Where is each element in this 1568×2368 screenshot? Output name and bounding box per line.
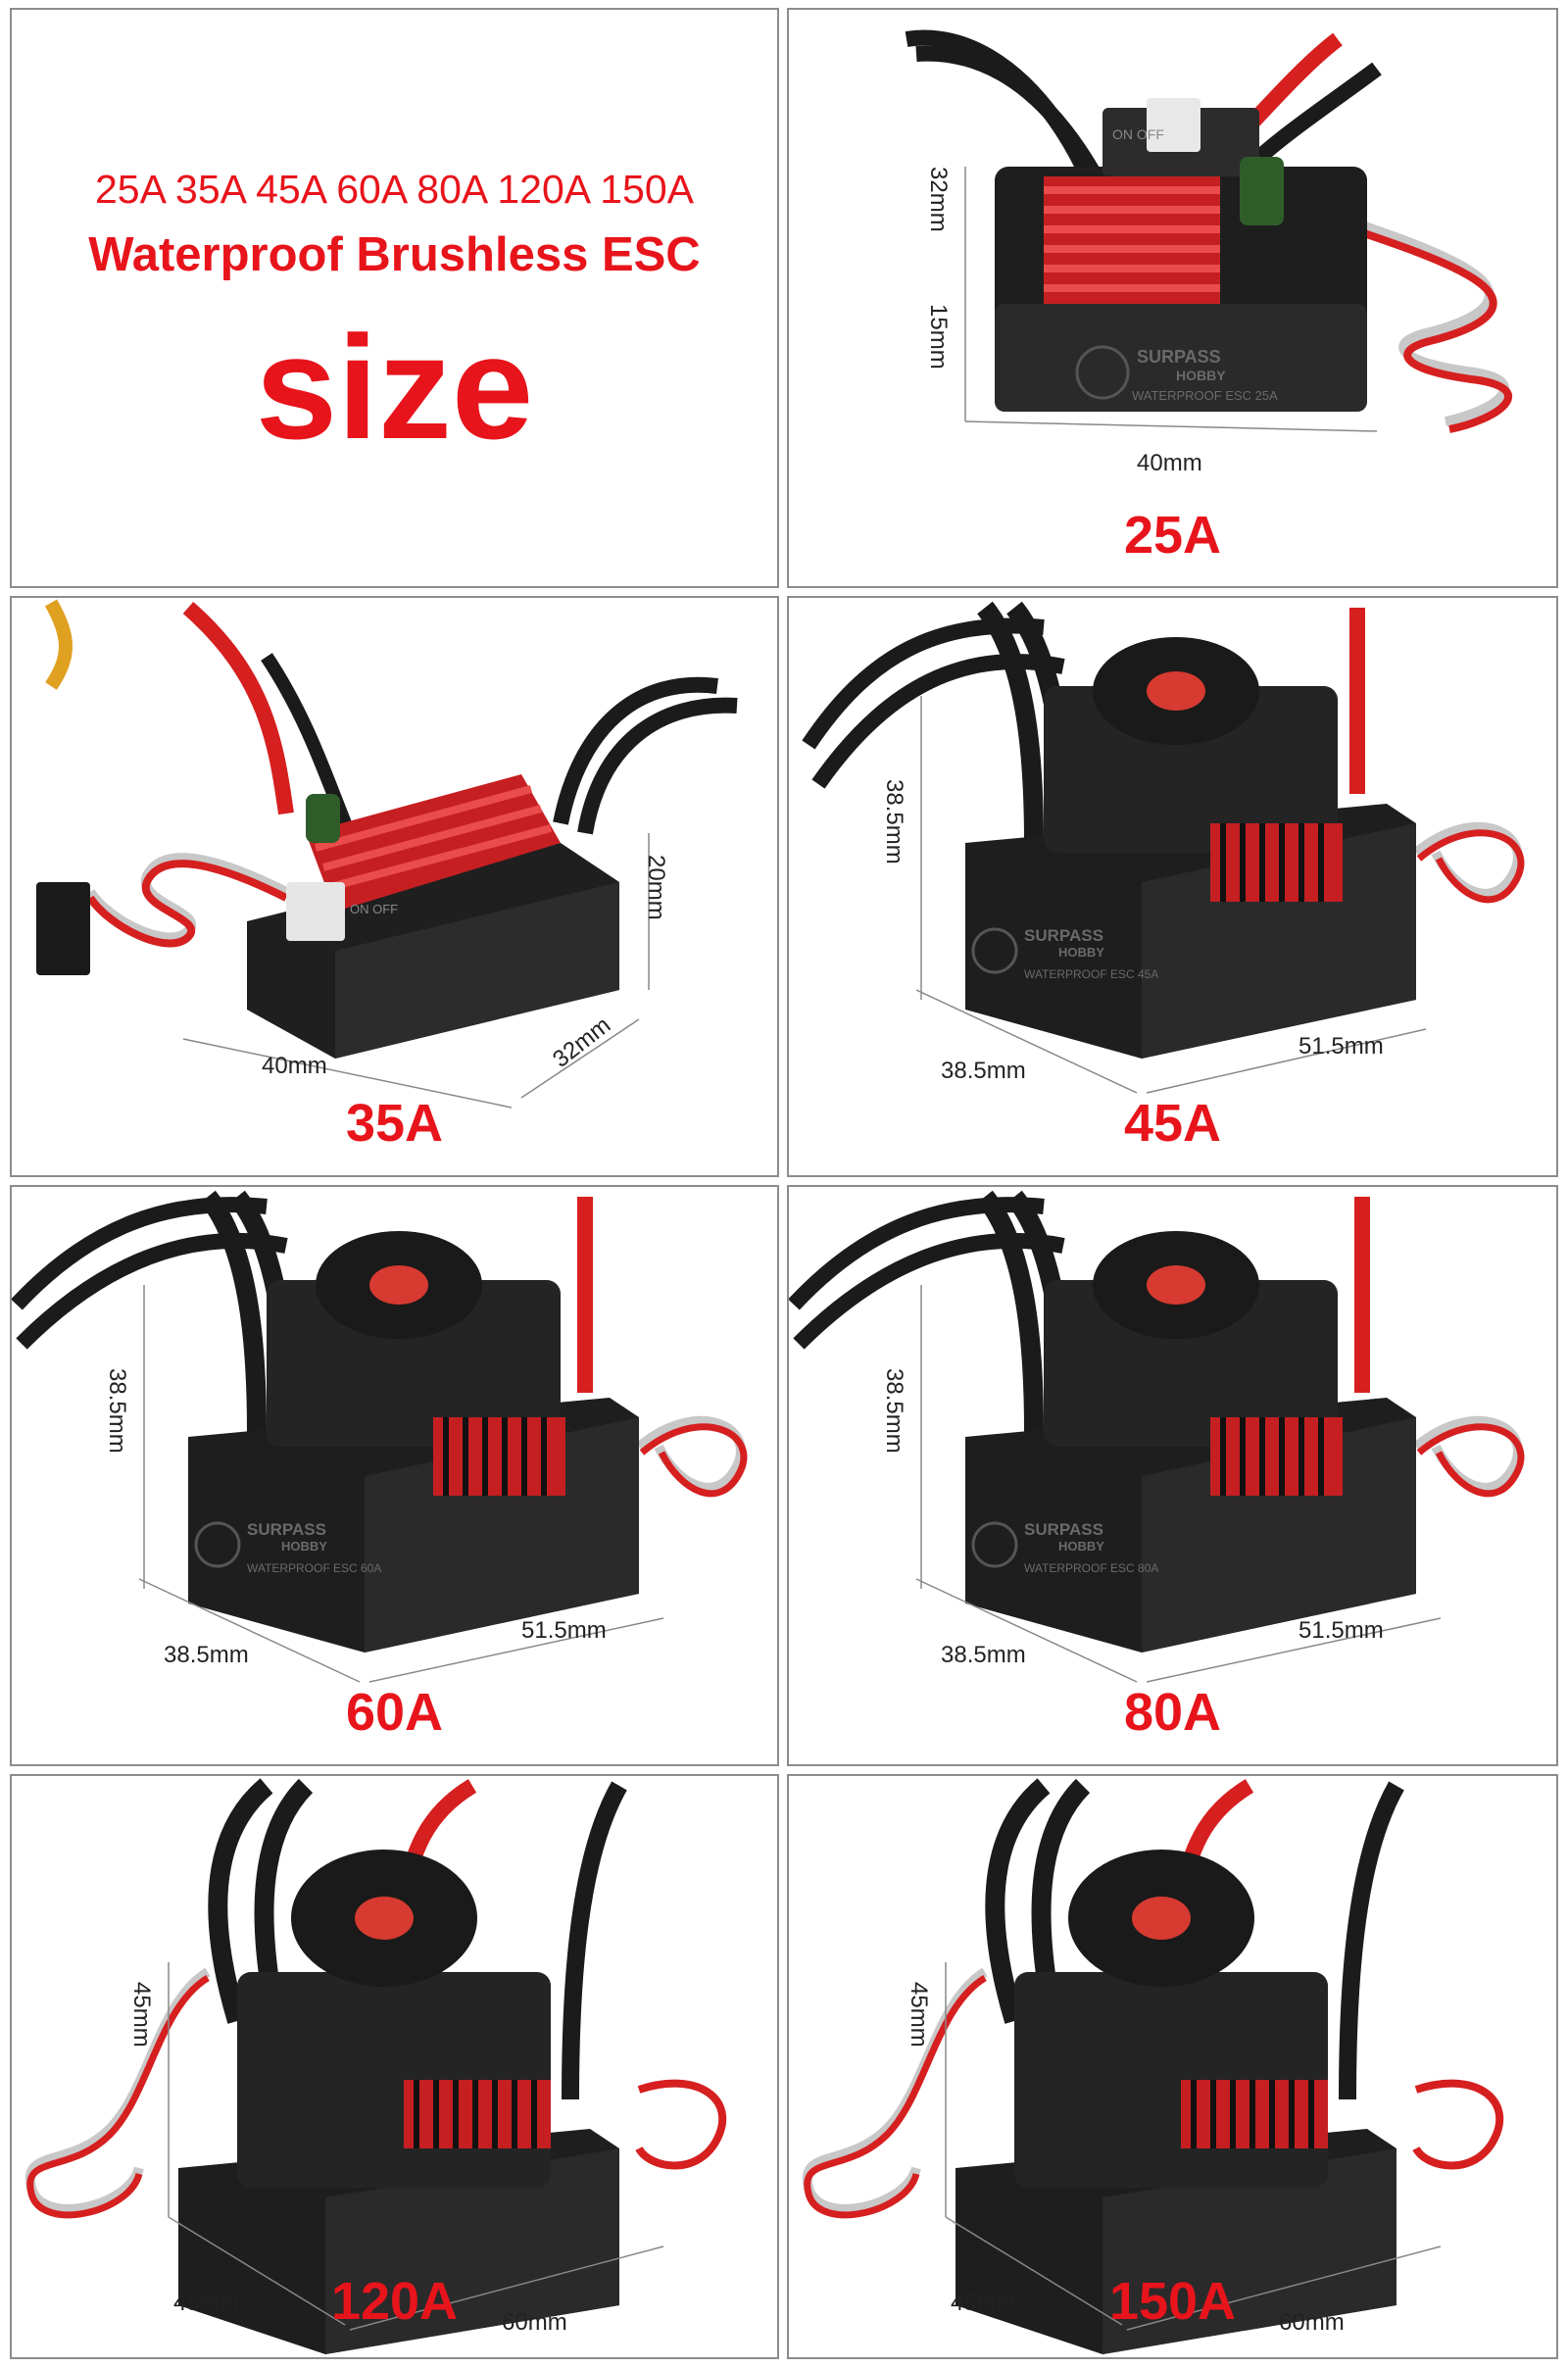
dim-width: 45mm [951, 2290, 1016, 2316]
dim-length: 51.5mm [1298, 1033, 1384, 1060]
dim-length: 51.5mm [521, 1617, 607, 1644]
product-panel-45a: SURPASS HOBBY WATERPROOF ESC 45A 38.5mm … [787, 596, 1558, 1177]
servo-connector [36, 882, 90, 975]
brand-logo-icon [971, 1521, 1018, 1568]
rating-label: 80A [1123, 1683, 1222, 1742]
svg-text:WATERPROOF ESC 80A: WATERPROOF ESC 80A [1024, 1561, 1158, 1575]
rating-label: 150A [1108, 2272, 1237, 2331]
heatsink [306, 774, 561, 912]
rating-label: 35A [345, 1094, 444, 1153]
heatsink [1210, 823, 1343, 902]
dim-height: 45mm [128, 1982, 155, 2047]
dim-height: 38.5mm [881, 1368, 907, 1454]
product-panel-60a: SURPASS HOBBY WATERPROOF ESC 60A 38.5mm … [10, 1185, 779, 1766]
dim-width: 38.5mm [164, 1642, 249, 1668]
brand-logo-icon [971, 927, 1018, 974]
dim-height: 45mm [906, 1982, 932, 2047]
svg-text:WATERPROOF ESC 45A: WATERPROOF ESC 45A [1024, 967, 1158, 981]
dim-length: 60mm [1279, 2309, 1345, 2336]
esc-150a-illustration: 45mm 45mm 60mm [802, 1778, 1504, 2354]
rating-label: 60A [345, 1683, 444, 1742]
esc-45a-illustration: SURPASS HOBBY WATERPROOF ESC 45A 38.5mm … [802, 601, 1525, 1094]
rating-label: 120A [330, 2272, 459, 2331]
rating-label: 25A [1123, 506, 1222, 565]
brand-logo-icon [194, 1521, 241, 1568]
dim-height: 38.5mm [881, 779, 907, 864]
dim-height-upper: 32mm [925, 167, 952, 232]
svg-text:HOBBY: HOBBY [1176, 368, 1226, 383]
dim-width: 38.5mm [941, 1058, 1026, 1084]
esc-35a-illustration: ON OFF 40mm 32mm 20mm [36, 599, 738, 1109]
product-panel-35a: ON OFF 40mm 32mm 20mm 35A [10, 596, 779, 1177]
svg-text:HOBBY: HOBBY [1058, 945, 1104, 960]
svg-text:SURPASS: SURPASS [1024, 926, 1103, 945]
brand-logo-icon [1075, 345, 1130, 400]
esc-120a-illustration: 45mm 45mm 60mm [24, 1778, 727, 2354]
svg-text:SURPASS: SURPASS [1024, 1520, 1103, 1539]
svg-text:SURPASS: SURPASS [1137, 347, 1221, 367]
svg-text:HOBBY: HOBBY [1058, 1539, 1104, 1554]
power-switch [286, 882, 345, 941]
esc-60a-illustration: SURPASS HOBBY WATERPROOF ESC 60A 38.5mm … [12, 1190, 748, 1683]
svg-text:ON OFF: ON OFF [1112, 126, 1164, 142]
product-panel-150a: 45mm 45mm 60mm 150A [787, 1774, 1558, 2359]
svg-text:HOBBY: HOBBY [281, 1539, 327, 1554]
svg-text:SURPASS: SURPASS [247, 1520, 326, 1539]
heatsink [1210, 1417, 1343, 1496]
esc-80a-illustration: SURPASS HOBBY WATERPROOF ESC 80A 38.5mm … [789, 1190, 1525, 1683]
dim-length: 60mm [502, 2309, 567, 2336]
dim-width: 38.5mm [941, 1642, 1026, 1668]
rating-label: 45A [1123, 1094, 1222, 1153]
dim-width: 45mm [173, 2290, 239, 2316]
heatsink [1044, 176, 1220, 304]
dim-height: 20mm [643, 855, 669, 920]
esc-25a-illustration: ON OFF SURPASS HOBBY WATERPROOF ESC 25A … [905, 29, 1512, 476]
heatsink [1181, 2080, 1328, 2148]
product-panel-25a: ON OFF SURPASS HOBBY WATERPROOF ESC 25A … [787, 8, 1558, 588]
capacitor [306, 794, 340, 843]
dim-length: 40mm [1137, 450, 1202, 476]
product-panel-120a: 45mm 45mm 60mm 120A [10, 1774, 779, 2359]
svg-text:WATERPROOF ESC 25A: WATERPROOF ESC 25A [1132, 388, 1278, 403]
capacitor [1240, 157, 1284, 225]
heatsink [433, 1417, 565, 1496]
dim-length: 51.5mm [1298, 1617, 1384, 1644]
product-panel-80a: SURPASS HOBBY WATERPROOF ESC 80A 38.5mm … [787, 1185, 1558, 1766]
intro-subtitle: Waterproof Brushless ESC [88, 228, 701, 281]
dim-height: 38.5mm [104, 1368, 130, 1454]
svg-text:WATERPROOF ESC 60A: WATERPROOF ESC 60A [247, 1561, 381, 1575]
models-line: 25A 35A 45A 60A 80A 120A 150A [94, 167, 695, 212]
svg-text:ON OFF: ON OFF [350, 902, 398, 916]
dim-height-lower: 15mm [925, 304, 952, 370]
intro-panel: 25A 35A 45A 60A 80A 120A 150A Waterproof… [10, 8, 779, 588]
dim-length: 40mm [262, 1053, 327, 1079]
intro-headline: size [255, 305, 534, 469]
heatsink [404, 2080, 551, 2148]
